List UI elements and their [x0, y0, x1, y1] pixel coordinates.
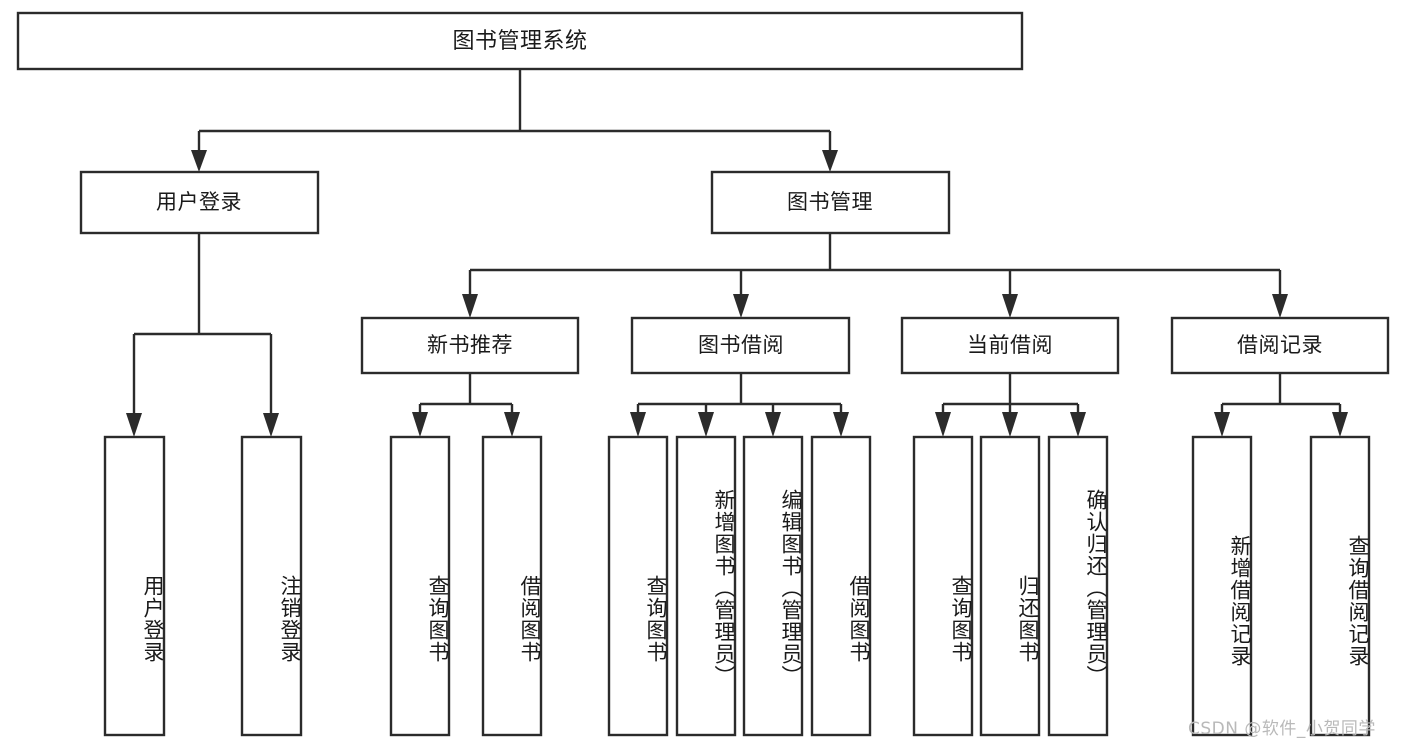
arrowhead-leaf-borrow-book-1	[504, 412, 520, 437]
arrowhead-book-manage	[822, 150, 838, 172]
leaf-user-login-box[interactable]	[103, 435, 166, 737]
connector-group-book-borrow	[630, 373, 849, 437]
connector-group-current-borrow	[935, 373, 1086, 437]
csdn-watermark: CSDN @软件_小贺同学	[1188, 719, 1376, 739]
node-book-manage-label: 图书管理	[787, 190, 873, 214]
arrowhead-leaf-add-book	[698, 412, 714, 437]
leaf-query-book-2-box[interactable]	[607, 435, 669, 737]
leaf-query-record-box[interactable]	[1309, 435, 1371, 737]
arrowhead-current-borrow	[1002, 294, 1018, 318]
arrowhead-leaf-confirm-return	[1070, 412, 1086, 437]
leaf-logout-login-box[interactable]	[240, 435, 303, 737]
connector-group-book-manage	[462, 233, 1288, 318]
leaf-add-record-box[interactable]	[1191, 435, 1253, 737]
leaf-confirm-return-box[interactable]	[1047, 435, 1109, 737]
node-book-borrow-box[interactable]	[630, 316, 851, 375]
arrowhead-leaf-edit-book	[765, 412, 781, 437]
leaf-return-book-box[interactable]	[979, 435, 1041, 737]
node-user-login[interactable]: 用户登录	[79, 170, 320, 235]
arrowhead-leaf-logout-login	[263, 413, 279, 437]
leaf-query-book-3-box[interactable]	[912, 435, 974, 737]
arrowhead-leaf-add-record	[1214, 412, 1230, 437]
node-book-manage[interactable]: 图书管理	[710, 170, 951, 235]
node-book-borrow-label: 图书借阅	[698, 333, 784, 357]
arrowhead-leaf-query-book-3	[935, 412, 951, 437]
node-current-borrow-label: 当前借阅	[967, 333, 1053, 357]
node-root-label: 图书管理系统	[452, 29, 587, 54]
node-current-borrow[interactable]: 当前借阅	[900, 316, 1120, 375]
arrowhead-new-book-recommend	[462, 294, 478, 318]
node-borrow-record[interactable]: 借阅记录	[1170, 316, 1390, 375]
connector-group-user-login	[126, 233, 279, 437]
node-current-borrow-box[interactable]	[900, 316, 1120, 375]
arrowhead-leaf-return-book	[1002, 412, 1018, 437]
leaf-query-book-1-box[interactable]	[389, 435, 451, 737]
connector-group-root	[191, 69, 838, 172]
node-user-login-box[interactable]	[79, 170, 320, 235]
leaf-borrow-book-2-box[interactable]	[810, 435, 872, 737]
node-book-borrow[interactable]: 图书借阅	[630, 316, 851, 375]
node-user-login-label: 用户登录	[156, 190, 242, 214]
node-new-book-recommend-box[interactable]	[360, 316, 580, 375]
arrowhead-book-borrow	[733, 294, 749, 318]
arrowhead-leaf-borrow-book-2	[833, 412, 849, 437]
node-borrow-record-label: 借阅记录	[1237, 333, 1323, 357]
arrowhead-user-login	[191, 150, 207, 172]
node-root-box[interactable]	[16, 11, 1024, 71]
node-new-book-recommend[interactable]: 新书推荐	[360, 316, 580, 375]
node-root[interactable]: 图书管理系统	[16, 11, 1024, 71]
leaf-box-group	[103, 435, 1371, 737]
arrowhead-borrow-record	[1272, 294, 1288, 318]
leaf-add-book-box[interactable]	[675, 435, 737, 737]
arrowhead-leaf-query-book-1	[412, 412, 428, 437]
arrowhead-leaf-user-login	[126, 413, 142, 437]
node-book-manage-box[interactable]	[710, 170, 951, 235]
connector-group-borrow-record	[1214, 373, 1348, 437]
arrowhead-leaf-query-book-2	[630, 412, 646, 437]
arrowhead-leaf-query-record	[1332, 412, 1348, 437]
node-borrow-record-box[interactable]	[1170, 316, 1390, 375]
connector-group-new-book-recommend	[412, 373, 520, 437]
leaf-edit-book-box[interactable]	[742, 435, 804, 737]
node-new-book-recommend-label: 新书推荐	[427, 333, 513, 357]
leaf-borrow-book-1-box[interactable]	[481, 435, 543, 737]
